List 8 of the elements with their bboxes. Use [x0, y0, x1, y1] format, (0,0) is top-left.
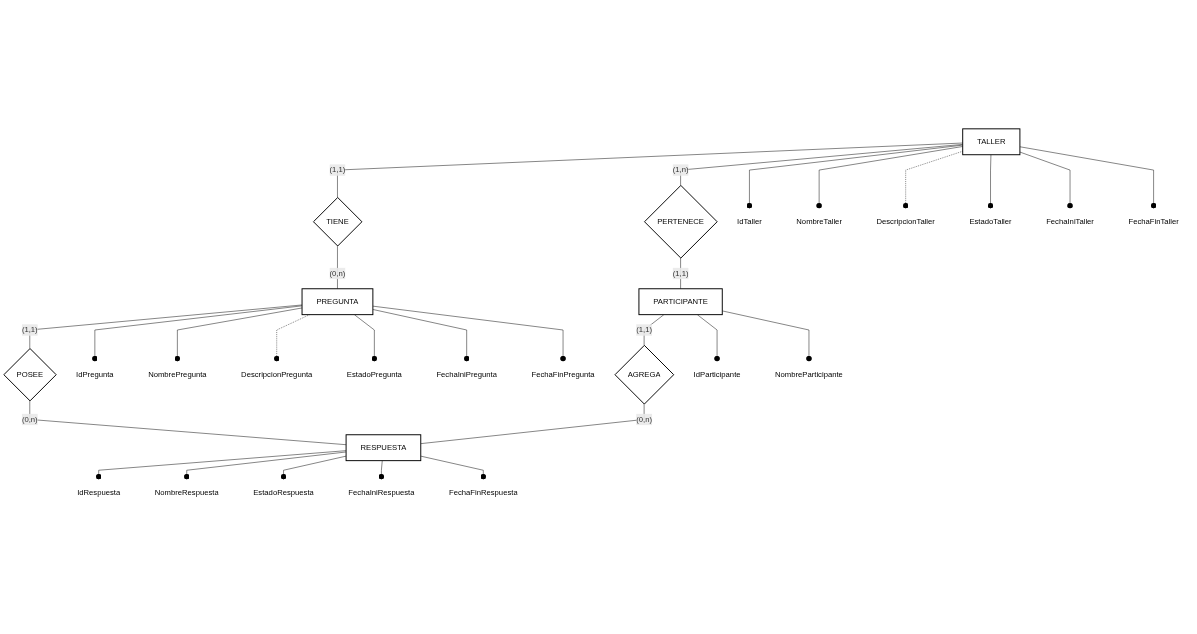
connector	[420, 403, 645, 444]
connector	[643, 314, 665, 346]
connector	[337, 142, 963, 198]
connector	[29, 400, 347, 445]
connector	[680, 257, 681, 289]
connector	[680, 143, 963, 186]
connector	[29, 304, 303, 349]
connector	[337, 245, 338, 289]
